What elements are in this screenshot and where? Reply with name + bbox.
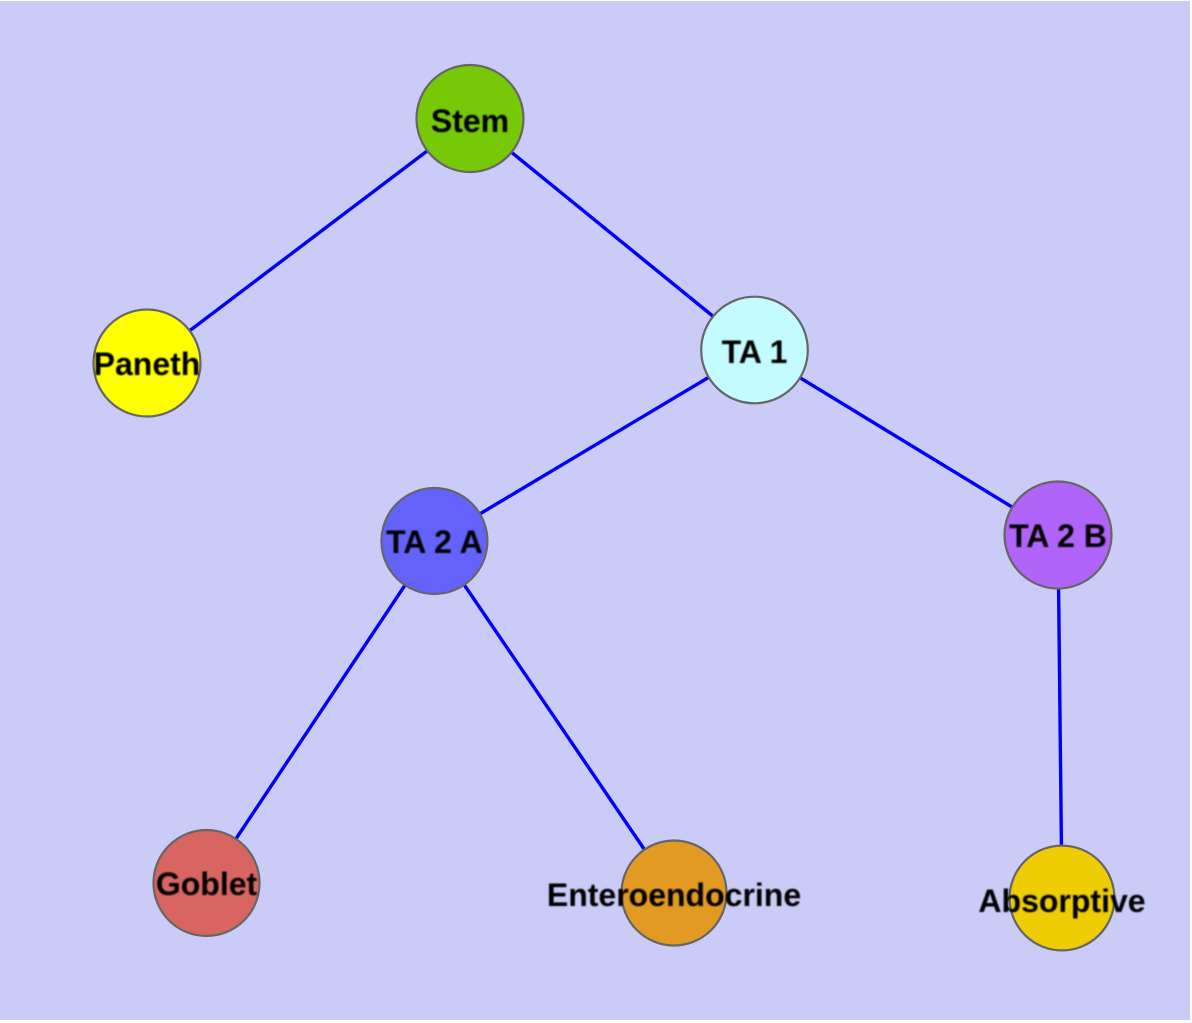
svg-text:Paneth: Paneth bbox=[94, 346, 201, 382]
svg-text:TA 2 A: TA 2 A bbox=[386, 524, 483, 560]
svg-text:Absorptive: Absorptive bbox=[978, 883, 1145, 919]
svg-text:TA 2 B: TA 2 B bbox=[1009, 518, 1107, 554]
svg-text:Enteroendocrine: Enteroendocrine bbox=[547, 877, 801, 913]
svg-text:Goblet: Goblet bbox=[156, 866, 258, 902]
svg-text:Stem: Stem bbox=[431, 103, 509, 139]
svg-text:TA 1: TA 1 bbox=[722, 334, 788, 370]
